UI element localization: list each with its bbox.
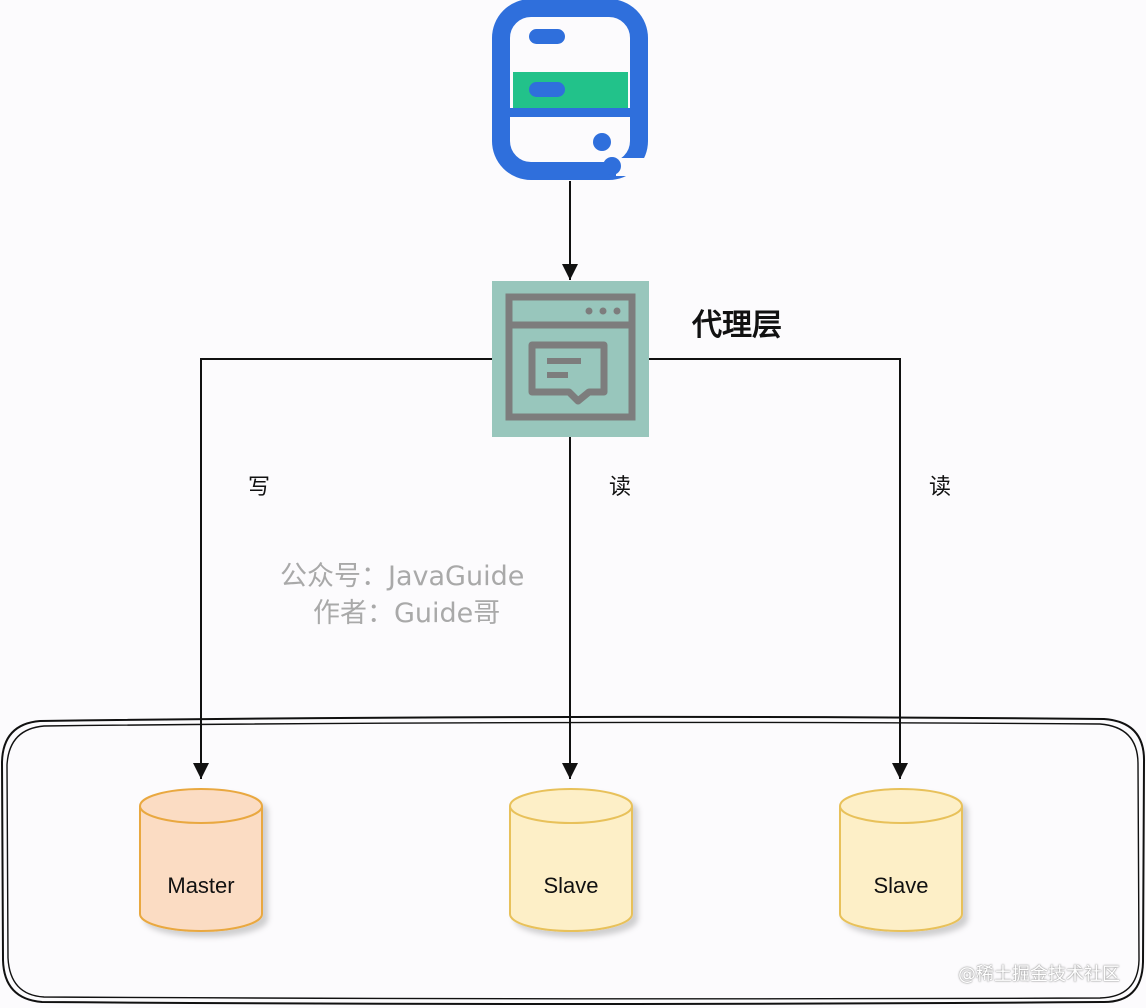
database-cluster-container (0, 715, 1146, 1005)
browser-window-icon (505, 293, 636, 421)
read-edge-label-middle: 读 (609, 475, 632, 500)
slave-database-right (839, 788, 963, 932)
watermark-author: 作者：Guide哥 (313, 598, 501, 629)
client-icon (492, 0, 656, 180)
read-edge-label-right: 读 (929, 475, 952, 500)
master-database (139, 788, 263, 932)
watermark-account: 公众号：JavaGuide (280, 561, 525, 592)
write-edge-label: 写 (248, 475, 271, 500)
read-connector-right-slave (649, 358, 908, 779)
master-database-label: Master (167, 873, 235, 898)
proxy-layer-label: 代理层 (692, 308, 782, 343)
slave-database-middle (509, 788, 633, 932)
write-connector-master (193, 358, 492, 779)
slave-database-right-label: Slave (873, 873, 929, 898)
slave-database-middle-label: Slave (543, 873, 599, 898)
proxy-layer-node (492, 281, 649, 437)
corner-watermark: @稀土掘金技术社区 (958, 964, 1120, 985)
